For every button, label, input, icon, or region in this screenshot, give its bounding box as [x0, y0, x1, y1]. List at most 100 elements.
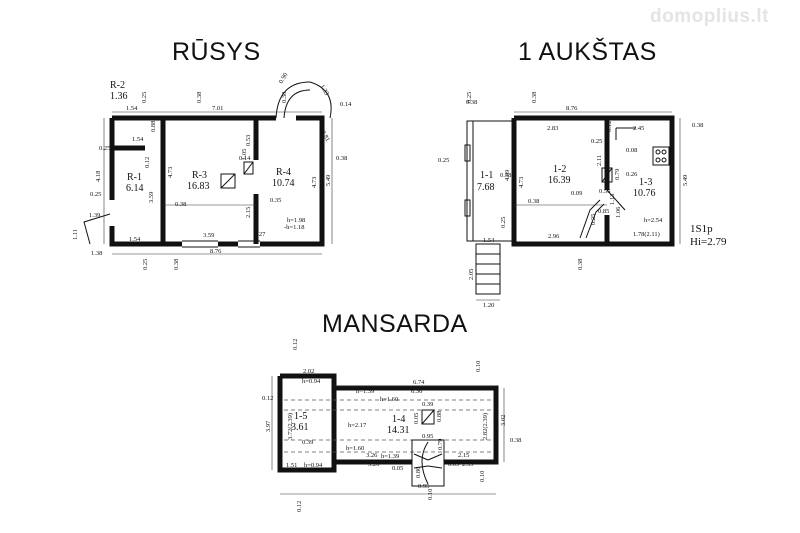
- svg-text:4.73: 4.73: [518, 177, 525, 188]
- svg-text:0.79: 0.79: [437, 439, 444, 450]
- svg-text:2.11: 2.11: [596, 155, 603, 166]
- svg-text:0.12: 0.12: [144, 157, 151, 168]
- aukstas-chimney: [601, 167, 613, 183]
- svg-text:1.33: 1.33: [318, 84, 330, 97]
- svg-text:h=0.94: h=0.94: [302, 378, 321, 385]
- room-area: 16.83: [187, 181, 210, 192]
- aukstas-stair: [579, 199, 601, 239]
- summary-line2: Hi=2.79: [690, 236, 727, 248]
- svg-text:6.74: 6.74: [413, 379, 425, 386]
- svg-text:0.38: 0.38: [500, 172, 511, 179]
- svg-text:2.82(2.39): 2.82(2.39): [482, 413, 489, 440]
- svg-text:2.15: 2.15: [245, 207, 252, 218]
- svg-text:0.05: 0.05: [448, 461, 459, 468]
- mansarda-stair: [411, 439, 445, 487]
- svg-text:1.54: 1.54: [126, 105, 138, 112]
- room-area: 1.36: [110, 91, 128, 102]
- mansarda-chimney: [421, 409, 435, 425]
- svg-text:0.12: 0.12: [296, 501, 303, 512]
- aukstas-terrace-window: [464, 199, 471, 217]
- svg-text:2.45: 2.45: [633, 125, 644, 132]
- room-area: 3.61: [291, 422, 309, 433]
- svg-text:0.14: 0.14: [239, 155, 251, 162]
- svg-text:1.05: 1.05: [241, 149, 248, 160]
- aukstas-stove: [652, 146, 670, 166]
- room-id: 1-5: [294, 411, 307, 422]
- svg-text:0.09: 0.09: [571, 190, 582, 197]
- rusys-entry-step: [83, 213, 111, 245]
- svg-text:0.10: 0.10: [475, 361, 482, 372]
- rusys-stair-arc: [275, 81, 311, 119]
- svg-text:0.88: 0.88: [436, 411, 443, 422]
- svg-text:h=1.39: h=1.39: [381, 453, 399, 460]
- svg-text:1.20: 1.20: [483, 302, 494, 309]
- aukstas-room-labels: 1-1 7.68 1-2 16.39 1-3 10.76 1S1p Hi=2.7…: [477, 164, 727, 248]
- summary-line1: 1S1p: [690, 223, 713, 235]
- svg-text:1.06: 1.06: [615, 206, 622, 218]
- mansarda-outer-wall: [280, 373, 499, 465]
- room-area: 10.76: [633, 188, 656, 199]
- svg-text:2.96: 2.96: [548, 233, 560, 240]
- svg-text:0.39: 0.39: [302, 439, 313, 446]
- room-area: 7.68: [477, 182, 495, 193]
- svg-text:0.38: 0.38: [175, 201, 186, 208]
- svg-text:3.26: 3.26: [368, 461, 380, 468]
- svg-text:0.39: 0.39: [422, 401, 433, 408]
- svg-text:0.90: 0.90: [278, 72, 290, 85]
- room-area: 10.74: [272, 178, 295, 189]
- rusys-chimney: [243, 161, 254, 175]
- mansarda-dims: 0.12 2.02 h=0.94 h=1.39 6.74 6.36 h=1.60…: [262, 339, 521, 512]
- rusys-stair-arc: [283, 89, 311, 119]
- watermark: domoplius.lt: [650, 6, 769, 27]
- svg-text:0.25: 0.25: [141, 92, 148, 103]
- svg-text:0.25: 0.25: [500, 217, 507, 228]
- svg-text:0.38: 0.38: [466, 99, 477, 106]
- svg-text:1.38: 1.38: [91, 250, 102, 257]
- svg-text:3.26: 3.26: [366, 452, 378, 459]
- svg-text:0.38: 0.38: [528, 198, 539, 205]
- aukstas-terrace-window: [464, 144, 471, 162]
- svg-text:h=1.39: h=1.39: [356, 388, 374, 395]
- svg-text:0.86: 0.86: [415, 466, 422, 478]
- mansarda-title: MANSARDA: [322, 310, 468, 338]
- mansarda-plan: [271, 373, 505, 495]
- svg-text:3.72(2.39): 3.72(2.39): [287, 413, 294, 440]
- svg-text:2.27: 2.27: [254, 231, 266, 238]
- svg-text:0.85: 0.85: [598, 208, 609, 215]
- mansarda-room-labels: 1-5 3.61 1-4 14.31: [291, 411, 410, 436]
- svg-text:0.25: 0.25: [142, 259, 149, 270]
- svg-text:0.25: 0.25: [438, 157, 449, 164]
- aukstas-title: 1 AUKŠTAS: [518, 38, 657, 66]
- svg-text:4.18: 4.18: [95, 171, 102, 182]
- svg-text:0.38: 0.38: [531, 92, 538, 103]
- svg-text:0.14: 0.14: [340, 101, 352, 108]
- svg-text:3.97: 3.97: [265, 420, 272, 432]
- svg-text:0.35: 0.35: [270, 197, 281, 204]
- svg-text:0.25: 0.25: [90, 191, 101, 198]
- svg-text:4.73: 4.73: [167, 167, 174, 178]
- svg-text:h=2.17: h=2.17: [348, 422, 367, 429]
- svg-text:4.99: 4.99: [504, 170, 511, 181]
- aukstas-dims: 0.25 0.38 8.76 0.38 2.83 2.45 0.25 0.38 …: [438, 92, 703, 309]
- svg-text:0.08: 0.08: [626, 147, 637, 154]
- svg-text:1.39: 1.39: [89, 212, 100, 219]
- svg-text:h=1.60: h=1.60: [380, 396, 398, 403]
- room-area: 16.39: [548, 175, 571, 186]
- svg-text:0.12: 0.12: [262, 395, 273, 402]
- svg-text:1.78(2.11): 1.78(2.11): [633, 231, 660, 238]
- svg-text:1.13: 1.13: [609, 194, 616, 205]
- svg-text:5.49: 5.49: [325, 175, 332, 186]
- rusys-title: RŪSYS: [172, 38, 261, 66]
- rusys-room-labels: R-2 1.36 R-1 6.14 R-3 16.83 R-4 10.74: [110, 80, 295, 194]
- svg-text:0.25: 0.25: [466, 92, 473, 103]
- svg-text:2.83: 2.83: [547, 125, 558, 132]
- svg-text:0.25: 0.25: [590, 214, 597, 225]
- aukstas-terrace: [466, 120, 514, 242]
- svg-text:3.02: 3.02: [500, 415, 507, 426]
- svg-text:8.76: 8.76: [210, 248, 222, 255]
- rusys-chimney: [220, 173, 236, 189]
- svg-text:2.02: 2.02: [303, 368, 314, 375]
- svg-text:1.54: 1.54: [129, 236, 141, 243]
- svg-text:0.25: 0.25: [591, 138, 602, 145]
